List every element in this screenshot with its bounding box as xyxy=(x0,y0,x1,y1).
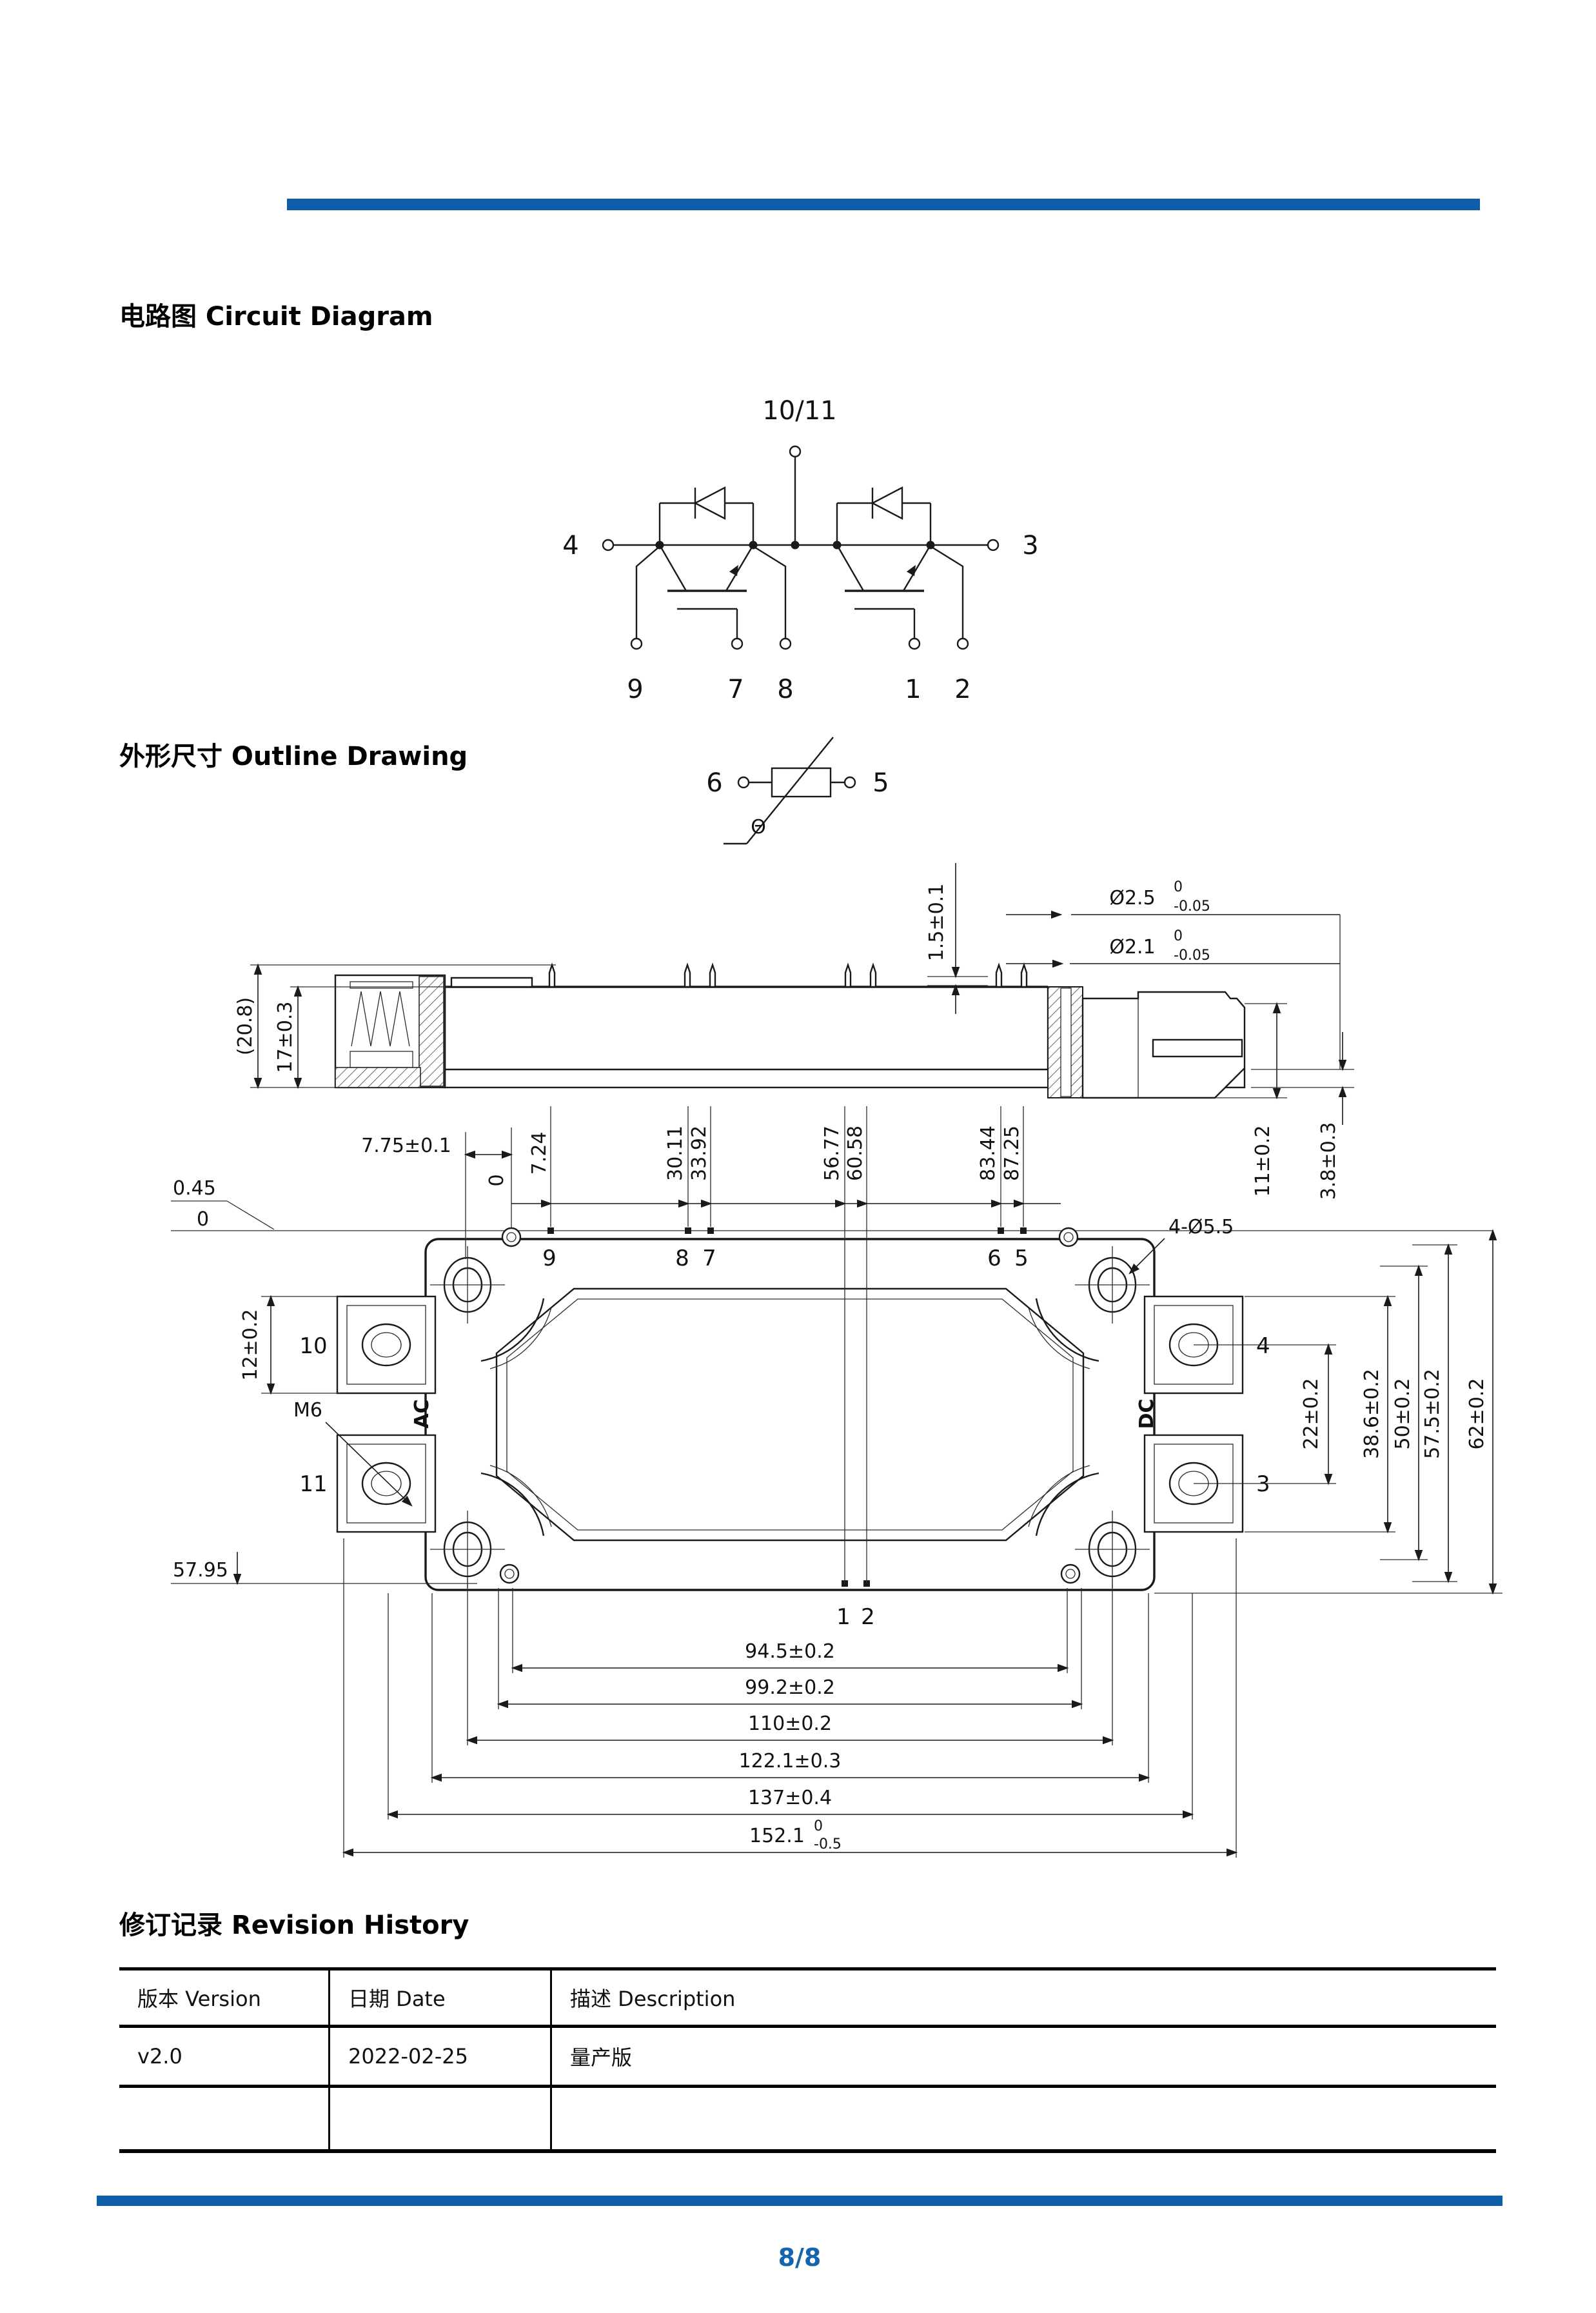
pin-7-label: 7 xyxy=(727,675,744,704)
terminal-4-label: 4 xyxy=(562,531,578,561)
revision-version-empty xyxy=(119,2087,330,2152)
dim-87-25: 87.25 xyxy=(1001,1126,1023,1181)
dim-7-75: 7.75±0.1 xyxy=(361,1135,451,1157)
dim-dia-2-5-tol-lower: -0.05 xyxy=(1174,898,1210,915)
dim-30-11: 30.11 xyxy=(664,1126,687,1181)
circuit-diagram: 10/11 4 3 9 7 8 xyxy=(562,396,1039,845)
revision-date: 2022-02-25 xyxy=(328,2026,551,2088)
dim-dia-2-1: Ø2.1 xyxy=(1109,936,1155,958)
footer-accent-bar xyxy=(97,2196,1502,2206)
revision-history-table: 版本 Version 日期 Date 描述 Description v2.0 2… xyxy=(119,1967,1496,2153)
revision-row: v2.0 2022-02-25 量产版 xyxy=(119,2026,1496,2088)
terminal-4: 4 xyxy=(1256,1333,1270,1359)
revision-row-empty xyxy=(119,2086,1496,2152)
dim-57-95: 57.95 xyxy=(173,1559,228,1582)
dim-20-8: (20.8) xyxy=(234,997,257,1055)
circuit-section-title: 电路图 Circuit Diagram xyxy=(119,302,433,332)
pin-8-label: 8 xyxy=(777,675,793,704)
dim-62: 62±0.2 xyxy=(1466,1378,1488,1449)
dim-99-2: 99.2±0.2 xyxy=(745,1676,835,1699)
dim-122-1: 122.1±0.3 xyxy=(739,1750,842,1772)
dim-50: 50±0.2 xyxy=(1392,1378,1414,1449)
dim-38-6: 38.6±0.2 xyxy=(1361,1369,1383,1459)
header-date: 日期 Date xyxy=(328,1969,551,2028)
revision-header-row: 版本 Version 日期 Date 描述 Description xyxy=(119,1969,1496,2028)
dc-label: DC xyxy=(1136,1399,1158,1429)
terminal-11: 11 xyxy=(299,1471,327,1497)
dim-60-58: 60.58 xyxy=(844,1126,867,1181)
page-number: 8/8 xyxy=(778,2243,822,2272)
dim-17: 17±0.3 xyxy=(274,1001,297,1073)
dim-152-1-tol-lower: -0.5 xyxy=(814,1836,842,1852)
dim-22: 22±0.2 xyxy=(1300,1378,1323,1449)
dim-dia-2-5: Ø2.5 xyxy=(1109,887,1155,909)
revision-description-empty xyxy=(550,2086,1496,2151)
dim-1-5: 1.5±0.1 xyxy=(925,884,948,962)
ref-0-45: 0.45 xyxy=(173,1177,216,1200)
front-pin-6: 6 xyxy=(987,1246,1001,1271)
dim-7-24: 7.24 xyxy=(528,1132,551,1175)
header-version: 版本 Version xyxy=(119,1969,330,2028)
dim-57-5: 57.5±0.2 xyxy=(1421,1369,1444,1459)
dim-56-77: 56.77 xyxy=(821,1126,843,1181)
dim-110: 110±0.2 xyxy=(748,1712,832,1735)
header-description: 描述 Description xyxy=(550,1969,1496,2028)
dim-152-1-tol-upper: 0 xyxy=(814,1818,823,1834)
ref-0-col: 0 xyxy=(486,1174,508,1186)
dim-dia-2-1-tol-upper: 0 xyxy=(1174,928,1183,944)
dim-83-44: 83.44 xyxy=(977,1126,1000,1181)
front-pin-1: 1 xyxy=(836,1604,851,1630)
mount-holes-note: 4-Ø5.5 xyxy=(1168,1216,1234,1238)
outline-section-title: 外形尺寸 Outline Drawing xyxy=(119,742,468,771)
revision-date-empty xyxy=(328,2086,551,2151)
pin-6-label: 6 xyxy=(706,768,722,798)
dim-137: 137±0.4 xyxy=(748,1787,832,1809)
ref-0-left: 0 xyxy=(197,1208,209,1231)
dim-3-8: 3.8±0.3 xyxy=(1317,1122,1340,1200)
dim-11: 11±0.2 xyxy=(1252,1125,1274,1196)
dim-dia-2-5-tol-upper: 0 xyxy=(1174,879,1183,895)
top-accent-bar xyxy=(287,199,1480,210)
thread-m6: M6 xyxy=(293,1399,322,1422)
terminal-3: 3 xyxy=(1256,1471,1270,1497)
terminal-10-11-label: 10/11 xyxy=(762,396,836,426)
terminal-3-label: 3 xyxy=(1022,531,1038,561)
dim-12: 12±0.2 xyxy=(239,1309,262,1380)
ac-label: AC xyxy=(411,1399,433,1428)
dim-33-92: 33.92 xyxy=(688,1126,711,1181)
pin-2-label: 2 xyxy=(954,675,970,704)
terminal-10: 10 xyxy=(299,1333,327,1359)
dim-94-5: 94.5±0.2 xyxy=(745,1640,835,1663)
thermistor-theta-symbol: Θ xyxy=(751,816,766,839)
revision-version: v2.0 xyxy=(119,2026,330,2088)
revision-description: 量产版 xyxy=(550,2026,1496,2088)
pin-9-label: 9 xyxy=(627,675,643,704)
front-pin-7: 7 xyxy=(702,1246,716,1271)
revision-section-title: 修订记录 Revision History xyxy=(119,1911,469,1940)
front-pin-9: 9 xyxy=(542,1246,557,1271)
front-pin-2: 2 xyxy=(861,1604,875,1630)
front-pin-8: 8 xyxy=(675,1246,689,1271)
outline-drawing: (20.8) 17±0.3 1.5±0.1 Ø2.5 0 -0.05 Ø2.1 … xyxy=(171,863,1502,1858)
dim-dia-2-1-tol-lower: -0.05 xyxy=(1174,948,1210,964)
pin-1-label: 1 xyxy=(905,675,921,704)
pin-5-label: 5 xyxy=(872,768,889,798)
front-pin-5: 5 xyxy=(1014,1246,1029,1271)
dim-152-1: 152.1 xyxy=(749,1825,805,1847)
